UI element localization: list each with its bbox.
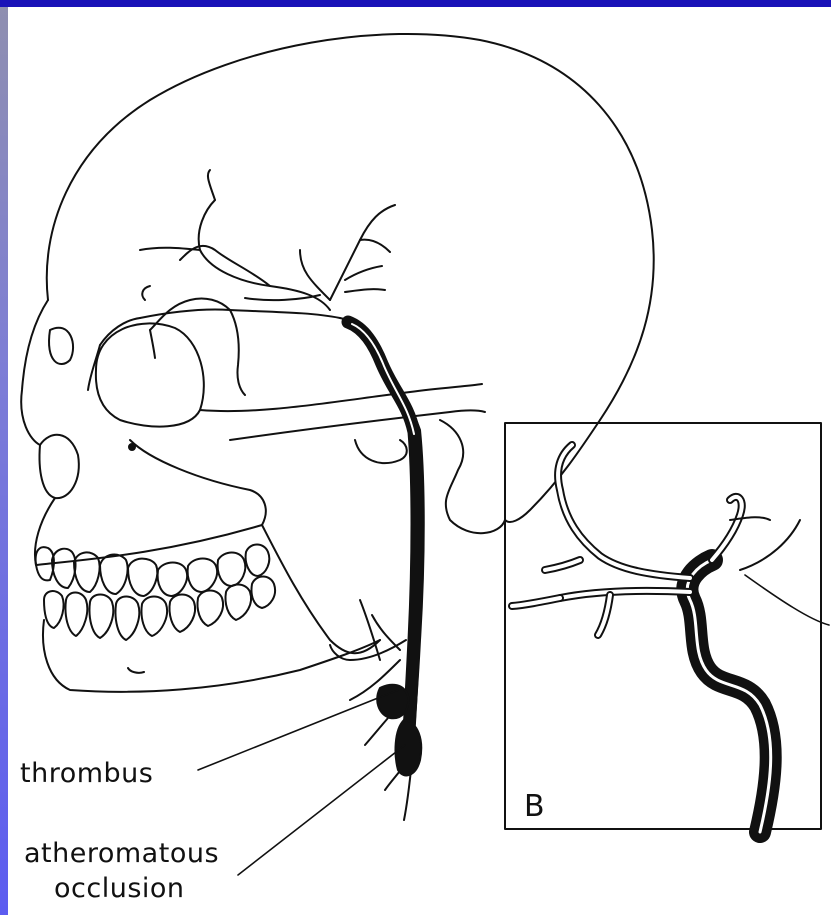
- ear-canal: [355, 440, 407, 463]
- eye-orbit: [96, 323, 204, 426]
- upper-teeth: [36, 545, 270, 597]
- occlusion-pointer: [238, 745, 405, 875]
- thrombus-mass: [377, 685, 408, 719]
- zygomatic-lower: [230, 411, 485, 441]
- bifurcation-dark: [396, 720, 422, 775]
- zygomatic-arch: [200, 384, 482, 411]
- thrombus-pointer: [198, 690, 398, 770]
- brow-outline: [21, 300, 48, 445]
- maxilla-outline: [35, 498, 262, 565]
- cheek-outline: [130, 440, 266, 525]
- label-thrombus: thrombus: [20, 760, 153, 787]
- label-atheromatous: atheromatous: [24, 840, 219, 867]
- cerebral-branches: [88, 170, 395, 395]
- inset-vessels: [512, 445, 829, 832]
- cranium-outline: [47, 34, 654, 420]
- mental-foramen: [128, 668, 144, 673]
- occipital-outline: [505, 420, 600, 522]
- nasal-bone: [49, 328, 73, 364]
- inset-letter-b: B: [524, 792, 545, 822]
- mandible-ramus: [262, 525, 380, 653]
- label-occlusion: occlusion: [54, 875, 185, 902]
- mastoid: [440, 420, 505, 533]
- nasal-cavity: [40, 435, 79, 498]
